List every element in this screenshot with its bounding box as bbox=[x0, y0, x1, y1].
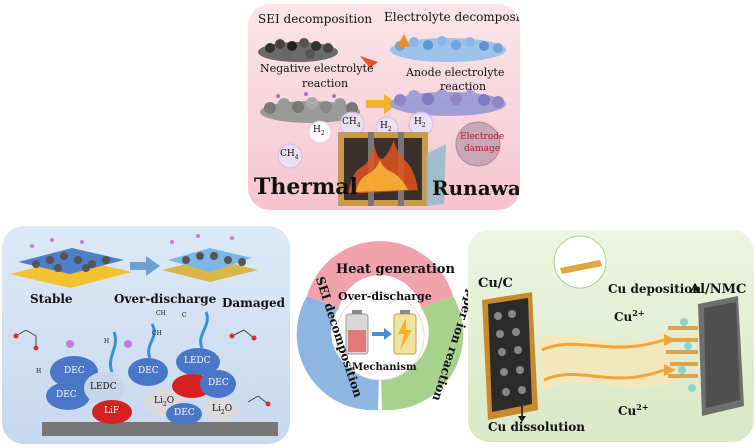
cu-ion-arrow-top bbox=[541, 338, 665, 352]
negative-reaction-particles bbox=[260, 92, 360, 123]
ch4-label-1: CH bbox=[156, 310, 166, 317]
thermal-word: Thermal bbox=[254, 174, 358, 200]
ledc-label-2: LEDC bbox=[184, 356, 211, 366]
cu-c-label: Cu/C bbox=[478, 276, 513, 291]
over-discharge-center-label: Over-discharge bbox=[338, 290, 432, 303]
gas-bubble-h2-a bbox=[308, 120, 332, 144]
substrate bbox=[42, 422, 278, 436]
ledc-label-1: LEDC bbox=[90, 382, 117, 392]
li-ion-dot-2 bbox=[124, 340, 132, 348]
electrode-damage-bubble bbox=[455, 121, 501, 167]
thermal-runaway-panel: SEI decomposition Electrolyte decomposit… bbox=[248, 4, 520, 210]
li-ion-dot-1 bbox=[66, 340, 74, 348]
arrow-orange-middle bbox=[366, 94, 398, 114]
sei-strand-3 bbox=[199, 311, 209, 349]
sei-strand-1 bbox=[109, 331, 117, 373]
cu2-top-label: Cu2+ bbox=[614, 308, 645, 324]
h2-label-2: H bbox=[36, 368, 42, 375]
al-nmc-label: Al/NMC bbox=[690, 282, 747, 297]
molecule-left bbox=[13, 329, 39, 351]
lif-blob-1 bbox=[92, 400, 132, 424]
cu-dissolution-label: Cu dissolution bbox=[488, 420, 586, 434]
dec-blob-3 bbox=[128, 358, 168, 386]
sei-particles-left bbox=[258, 38, 338, 62]
heat-generation-label: Heat generation bbox=[336, 262, 455, 277]
reaction-right-label: reaction bbox=[440, 80, 487, 93]
gas-label-h2-b: H2 bbox=[380, 121, 392, 133]
cu-ion-arrow-bottom bbox=[543, 368, 665, 382]
gas-label-h2-a: H2 bbox=[313, 125, 325, 137]
li2o-label-2: Li2O bbox=[212, 404, 233, 416]
electrode-damage-label-2: damage bbox=[464, 144, 501, 154]
cu-dendrites bbox=[666, 318, 698, 392]
gas-label-ch4-b: CH4 bbox=[280, 149, 299, 161]
gas-label-h2-c: H2 bbox=[414, 117, 426, 129]
dec-blob-1 bbox=[50, 356, 98, 388]
electrolyte-decomposition-label: Electrolyte decomposition bbox=[384, 10, 520, 24]
gas-label-ch4-a: CH4 bbox=[342, 117, 361, 129]
ledc-blob-2 bbox=[176, 348, 220, 376]
zoom-inset bbox=[553, 235, 607, 289]
li2o-blob-2 bbox=[204, 398, 240, 422]
electrolyte-particles-right bbox=[390, 36, 506, 62]
h2-label-1: H bbox=[104, 338, 110, 345]
heat-generation-sector bbox=[307, 241, 453, 308]
lif-label-1: LiF bbox=[104, 406, 120, 416]
cu-c-electrode bbox=[482, 292, 538, 420]
stable-label: Stable bbox=[30, 292, 73, 306]
anode-electrolyte-label: Anode electrolyte bbox=[406, 66, 505, 79]
sei-illustration bbox=[10, 234, 278, 436]
thermal-illustration bbox=[258, 34, 506, 206]
dec-label-1: DEC bbox=[64, 366, 85, 376]
damaged-label: Damaged bbox=[222, 296, 286, 310]
electrode-damage-label-1: Electrode bbox=[460, 132, 505, 142]
stable-electrode-icon bbox=[10, 238, 132, 288]
anode-reaction-particles bbox=[390, 89, 506, 116]
arrow-battery bbox=[372, 328, 392, 340]
damaged-electrode-icon bbox=[162, 234, 258, 282]
sei-strand-2 bbox=[147, 323, 156, 359]
al-nmc-electrode bbox=[698, 296, 744, 416]
battery-fire-icon bbox=[338, 132, 446, 206]
arrow-stable-to-damaged bbox=[130, 256, 160, 276]
dec-label-5: DEC bbox=[174, 408, 195, 418]
ch4-label-2: CH bbox=[152, 330, 162, 337]
dec-label-3: DEC bbox=[138, 366, 159, 376]
battery-full-icon bbox=[345, 310, 369, 355]
ledc-blob-1 bbox=[84, 372, 124, 404]
sei-decomposition-sector bbox=[296, 296, 379, 411]
battery-charged-icon bbox=[393, 310, 417, 355]
runaway-word: Runaway bbox=[432, 176, 520, 200]
over-discharge-label: Over-discharge bbox=[114, 292, 217, 306]
mechanism-label: Mechanism bbox=[352, 362, 417, 373]
sei-decomposition-label: SEI decomposition bbox=[258, 12, 373, 26]
cu-deposition-label: Cu deposition bbox=[608, 282, 702, 296]
arrow-up-electrolyte bbox=[396, 34, 410, 48]
dec-label-4: DEC bbox=[208, 378, 229, 388]
dec-blob-4 bbox=[200, 370, 236, 398]
sei-decomposition-panel: Stable Over-discharge Damaged CH C H CH … bbox=[2, 226, 290, 444]
copper-ion-sector bbox=[381, 296, 464, 411]
dec-blob-5 bbox=[166, 403, 202, 425]
arrow-sei-to-electrolyte bbox=[360, 56, 378, 68]
dec-label-2: DEC bbox=[56, 390, 77, 400]
copper-illustration bbox=[482, 235, 744, 422]
cu2-bottom-label: Cu2+ bbox=[618, 402, 649, 418]
c2h4-label-1: C bbox=[182, 312, 187, 319]
molecule-right bbox=[229, 329, 271, 407]
li2o-label-1: Li2O bbox=[154, 396, 175, 408]
dec-blob-2 bbox=[46, 382, 90, 410]
negative-electrolyte-label: Negative electrolyte bbox=[260, 62, 374, 75]
copper-ion-flow bbox=[538, 330, 678, 390]
copper-ion-panel: Cu/C Cu deposition Al/NMC Cu2+ Cu2+ Cu d… bbox=[468, 230, 754, 442]
reaction-left-label: reaction bbox=[302, 77, 349, 90]
gas-bubble-ch4-b bbox=[277, 143, 303, 169]
